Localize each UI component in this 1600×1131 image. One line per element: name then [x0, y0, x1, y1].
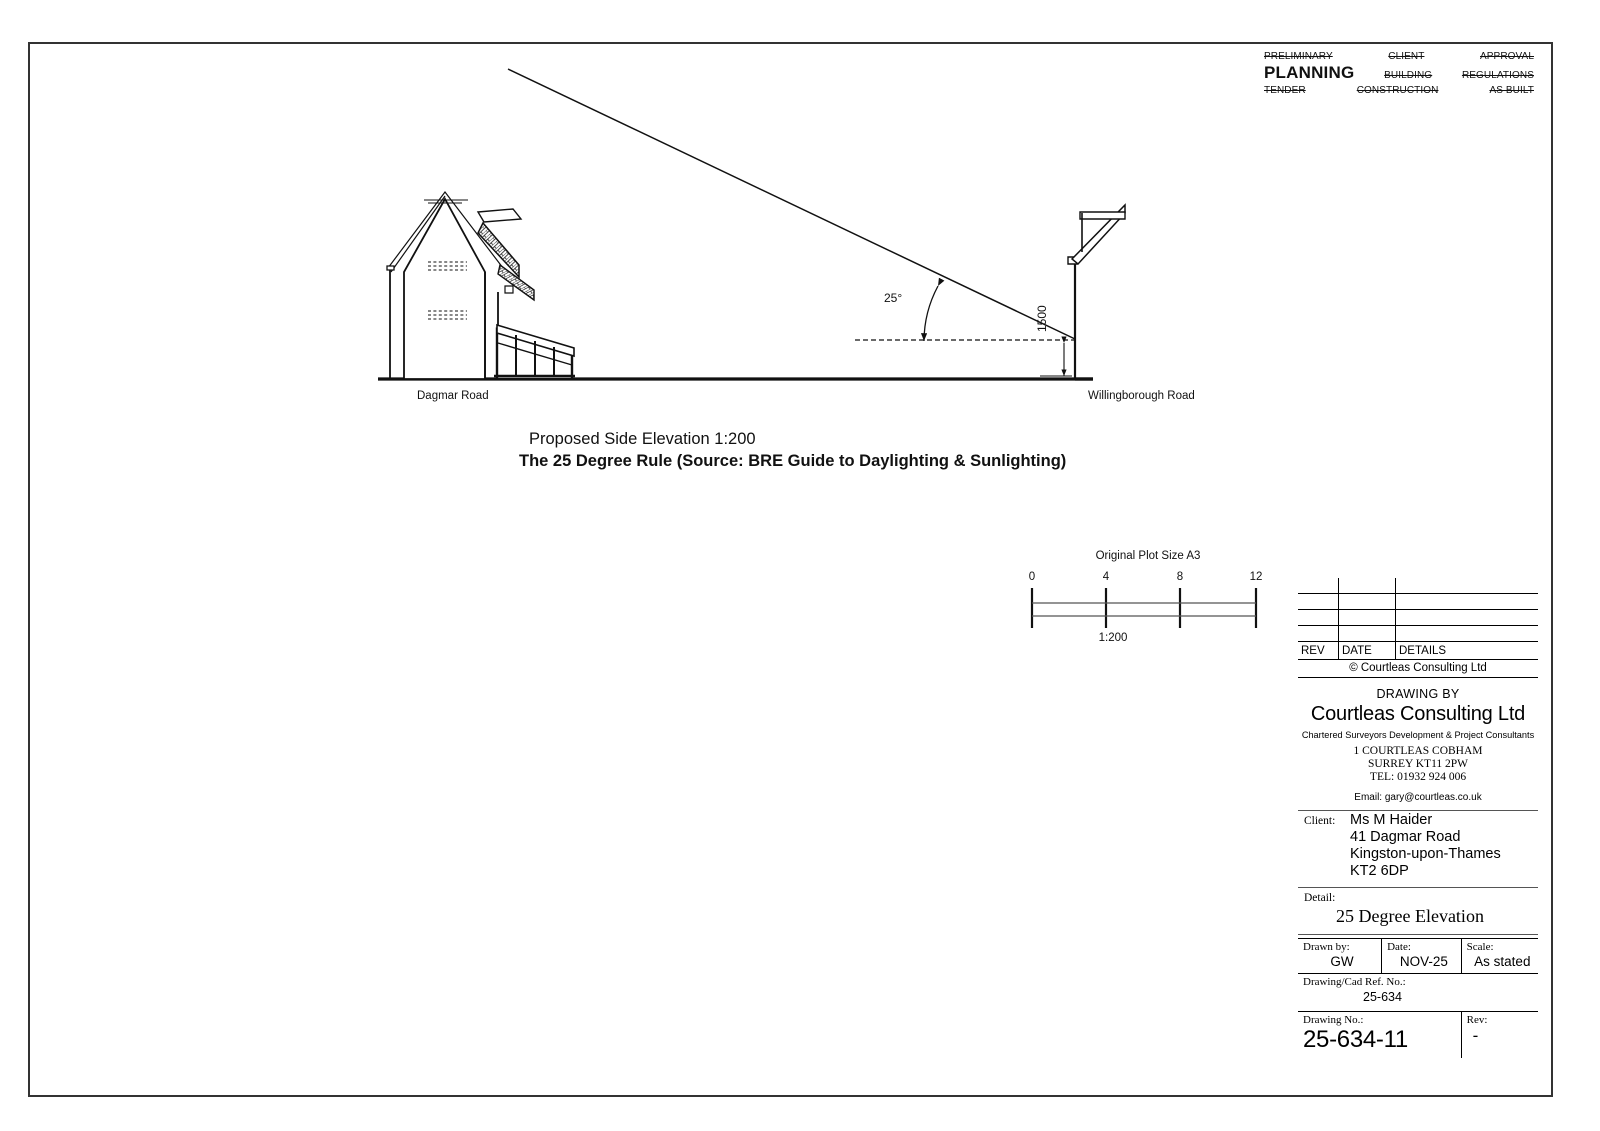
- dimension-label-1500: 1500: [1035, 305, 1049, 332]
- company-name: Courtleas Consulting Ltd: [1310, 703, 1526, 725]
- rev-header: REV: [1298, 641, 1339, 660]
- title-block: REV DATE DETAILS © Courtleas Consulting …: [1298, 578, 1538, 1058]
- drawn-by-cell[interactable]: Drawn by: GW: [1298, 938, 1382, 974]
- date-cell[interactable]: Date: NOV-25: [1381, 938, 1462, 974]
- status-regulations[interactable]: REGULATIONS: [1461, 70, 1534, 81]
- drawing-no-value: 25-634-11: [1303, 1026, 1408, 1053]
- label-dagmar-road: Dagmar Road: [417, 390, 489, 402]
- client-line-2: 41 Dagmar Road: [1350, 829, 1461, 845]
- detail-section: Detail: 25 Degree Elevation: [1298, 888, 1538, 935]
- scale-bar-ratio: 1:200: [1098, 632, 1128, 644]
- rev-cell[interactable]: [1298, 609, 1339, 626]
- date-cell[interactable]: [1338, 593, 1396, 610]
- client-caption: Client:: [1304, 815, 1336, 827]
- scale-bar-tick-labels: 0 4 8 12: [1018, 571, 1278, 586]
- company-subtitle: Chartered Surveyors Development & Projec…: [1301, 730, 1535, 740]
- label-willingborough-road: Willingborough Road: [1088, 390, 1195, 402]
- status-stamp-row-3: TENDER CONSTRUCTION AS BUILT: [1264, 84, 1534, 98]
- date-cell[interactable]: [1338, 609, 1396, 626]
- status-client[interactable]: CLIENT: [1388, 51, 1425, 62]
- company-address: 1 COURTLEAS COBHAM SURREY KT11 2PW TEL: …: [1298, 740, 1538, 784]
- status-stamp-row-1: PRELIMINARY CLIENT APPROVAL: [1264, 50, 1534, 64]
- sheet-border: [28, 42, 1553, 1097]
- status-preliminary[interactable]: PRELIMINARY: [1264, 51, 1333, 62]
- meta-row-drawn-date-scale: Drawn by: GW Date: NOV-25 Scale: As stat…: [1298, 938, 1538, 974]
- drawing-by-caption: DRAWING BY: [1376, 687, 1460, 701]
- details-cell[interactable]: [1396, 578, 1539, 594]
- rev-value: -: [1472, 1026, 1479, 1045]
- date-header: DATE: [1338, 641, 1396, 660]
- scale-tick-0: 0: [1028, 571, 1036, 583]
- metadata-table: Drawn by: GW Date: NOV-25 Scale: As stat…: [1298, 938, 1538, 1058]
- ref-value: 25-634: [1363, 990, 1402, 1004]
- meta-row-ref: Drawing/Cad Ref. No.: 25-634: [1298, 973, 1538, 1012]
- revision-table-header: REV DATE DETAILS: [1298, 641, 1538, 660]
- detail-value: 25 Degree Elevation: [1336, 906, 1484, 926]
- drawing-caption-block: Proposed Side Elevation 1:200 The 25 Deg…: [519, 428, 1066, 472]
- revision-table: REV DATE DETAILS: [1298, 578, 1538, 660]
- table-row[interactable]: [1298, 625, 1538, 642]
- status-as-built[interactable]: AS BUILT: [1489, 85, 1534, 96]
- client-line-3: Kingston-upon-Thames: [1350, 846, 1501, 862]
- status-tender[interactable]: TENDER: [1264, 85, 1306, 96]
- rev-cell[interactable]: [1298, 593, 1339, 610]
- rev-cell[interactable]: [1298, 578, 1339, 594]
- details-cell[interactable]: [1395, 609, 1538, 626]
- copyright-line: © Courtleas Consulting Ltd: [1298, 660, 1538, 678]
- drawing-no-cell[interactable]: Drawing No.: 25-634-11: [1298, 1011, 1462, 1058]
- status-stamp-row-2: PLANNING BUILDING REGULATIONS: [1264, 63, 1534, 83]
- date-caption: Date:: [1387, 941, 1411, 953]
- address-line-3: TEL: 01932 924 006: [1369, 771, 1467, 783]
- status-building[interactable]: BUILDING: [1384, 70, 1433, 81]
- date-cell[interactable]: [1338, 625, 1396, 642]
- drawn-by-caption: Drawn by:: [1303, 941, 1350, 953]
- angle-label-25-degrees: 25°: [884, 291, 903, 305]
- address-line-1: 1 COURTLEAS COBHAM: [1353, 745, 1483, 757]
- status-approval[interactable]: APPROVAL: [1480, 51, 1534, 62]
- scale-value: As stated: [1474, 954, 1531, 969]
- client-line-4: KT2 6DP: [1350, 863, 1409, 879]
- rev-cell[interactable]: [1298, 625, 1339, 642]
- caption-proposed-side-elevation: Proposed Side Elevation 1:200: [529, 430, 756, 448]
- scale-caption: Scale:: [1466, 941, 1494, 953]
- caption-25-degree-rule: The 25 Degree Rule (Source: BRE Guide to…: [519, 452, 1067, 470]
- table-row[interactable]: [1298, 609, 1538, 626]
- status-construction[interactable]: CONSTRUCTION: [1356, 85, 1439, 96]
- client-line-1: Ms M Haider: [1350, 812, 1433, 828]
- detail-caption: Detail:: [1304, 892, 1336, 904]
- ref-cell[interactable]: Drawing/Cad Ref. No.: 25-634: [1298, 973, 1538, 1012]
- client-section: Client: Ms M Haider 41 Dagmar Road Kings…: [1298, 811, 1538, 888]
- rev-caption: Rev:: [1466, 1014, 1488, 1026]
- rev-value-cell[interactable]: Rev: -: [1460, 1011, 1538, 1058]
- date-value: NOV-25: [1399, 954, 1448, 969]
- scale-bar: Original Plot Size A3 0 4 8 12 1:200: [1018, 550, 1278, 644]
- scale-cell[interactable]: Scale: As stated: [1460, 938, 1538, 974]
- meta-row-drawing-no: Drawing No.: 25-634-11 Rev: -: [1298, 1011, 1538, 1058]
- scale-bar-title: Original Plot Size A3: [1095, 550, 1201, 562]
- scale-bar-graphic: [1018, 586, 1278, 630]
- company-email[interactable]: Email: gary@courtleas.co.uk: [1298, 784, 1538, 811]
- scale-tick-12: 12: [1249, 571, 1263, 583]
- drawing-no-caption: Drawing No.:: [1303, 1014, 1364, 1026]
- status-planning-active[interactable]: PLANNING: [1264, 63, 1355, 82]
- table-row[interactable]: [1298, 593, 1538, 610]
- scale-tick-8: 8: [1176, 571, 1184, 583]
- status-stamp: PRELIMINARY CLIENT APPROVAL PLANNING BUI…: [1264, 50, 1534, 98]
- scale-tick-4: 4: [1102, 571, 1110, 583]
- drawn-by-value: GW: [1330, 954, 1354, 969]
- details-header: DETAILS: [1395, 641, 1538, 660]
- address-line-2: SURREY KT11 2PW: [1367, 758, 1469, 770]
- details-cell[interactable]: [1395, 625, 1538, 642]
- date-cell[interactable]: [1338, 578, 1396, 594]
- table-row[interactable]: [1298, 578, 1538, 594]
- ref-caption: Drawing/Cad Ref. No.:: [1303, 976, 1406, 988]
- details-cell[interactable]: [1395, 593, 1538, 610]
